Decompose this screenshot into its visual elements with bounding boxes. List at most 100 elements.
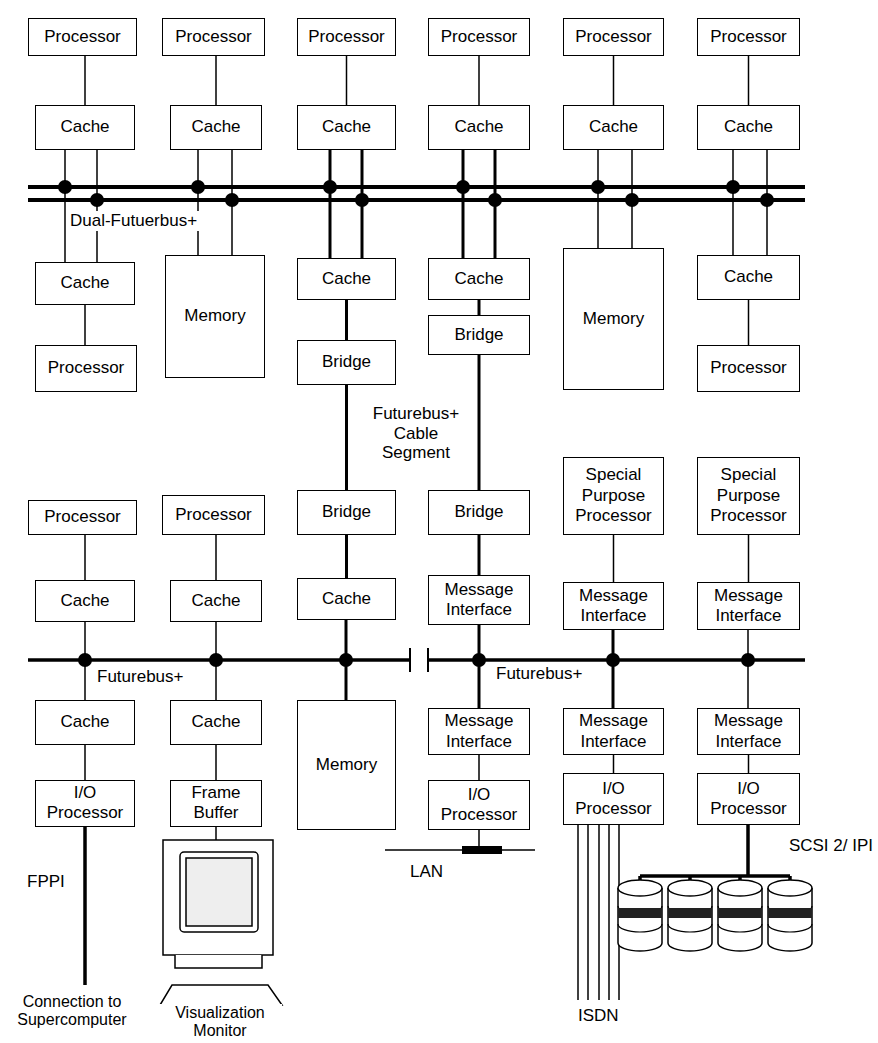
connector-line: [84, 745, 86, 780]
connector-line: [613, 535, 615, 582]
box-label: Cache: [451, 115, 506, 139]
box-label: Memory: [580, 307, 647, 331]
component-box: Message Interface: [563, 582, 664, 630]
bus-label: Futurebus+: [494, 664, 584, 684]
box-label: Memory: [181, 304, 248, 328]
bus-label: Futurebus+ Cable Segment: [356, 404, 476, 463]
connector-line: [478, 300, 481, 315]
connector-line: [478, 355, 481, 490]
connector-line: [84, 56, 86, 105]
box-label: Bridge: [319, 350, 374, 374]
component-box: Processor: [428, 18, 530, 56]
component-box: Bridge: [428, 490, 530, 535]
component-box: Message Interface: [697, 582, 800, 630]
component-box: I/O Processor: [563, 773, 664, 825]
box-label: I/O Processor: [36, 781, 134, 826]
bus-label: Dual-Futuerbus+: [68, 211, 199, 231]
connector-line: [748, 755, 750, 773]
box-label: Message Interface: [698, 584, 799, 629]
connector-line: [748, 56, 750, 105]
box-label: Processor: [172, 503, 255, 527]
box-label: Message Interface: [564, 709, 663, 754]
box-label: Bridge: [451, 323, 506, 347]
component-box: Cache: [35, 580, 135, 622]
component-box: Processor: [28, 18, 137, 56]
box-label: Processor: [572, 25, 655, 49]
box-label: Processor: [172, 25, 255, 49]
bus-label: FPPI: [25, 872, 67, 892]
component-box: Memory: [165, 255, 265, 378]
monitor-drawing: [160, 825, 282, 1005]
box-label: Cache: [188, 710, 243, 734]
component-box: Cache: [697, 255, 800, 300]
component-box: Cache: [297, 258, 396, 300]
component-box: Cache: [563, 105, 664, 150]
component-box: Processor: [697, 18, 800, 56]
box-label: Message Interface: [564, 584, 663, 629]
box-label: I/O Processor: [698, 777, 799, 822]
component-box: Cache: [35, 105, 135, 150]
component-box: Cache: [170, 580, 262, 622]
bus-label: ISDN: [576, 1006, 621, 1026]
connector-line: [84, 305, 86, 345]
box-label: Cache: [188, 589, 243, 613]
box-label: Processor: [305, 25, 388, 49]
component-box: Memory: [297, 700, 396, 830]
component-box: Message Interface: [563, 708, 664, 755]
component-box: Cache: [35, 700, 135, 745]
component-box: Cache: [697, 105, 800, 150]
bus-label: Futurebus+: [95, 667, 185, 687]
connector-line: [215, 56, 217, 105]
box-label: Cache: [57, 710, 112, 734]
box-label: Cache: [319, 587, 374, 611]
connector-line: [346, 56, 348, 105]
bus-label: Connection to Supercomputer: [8, 993, 136, 1030]
box-label: Processor: [707, 356, 790, 380]
component-box: Message Interface: [697, 708, 800, 755]
component-box: Processor: [35, 345, 137, 392]
component-box: Processor: [162, 495, 265, 535]
box-label: Message Interface: [429, 578, 529, 623]
connector-line: [345, 535, 348, 578]
connector-line: [215, 535, 217, 580]
component-box: Message Interface: [428, 575, 530, 625]
component-box: I/O Processor: [428, 780, 530, 830]
connector-line: [478, 56, 480, 105]
connector-line: [215, 745, 217, 780]
component-box: Cache: [428, 258, 530, 300]
component-box: Cache: [170, 700, 262, 745]
component-box: Processor: [297, 18, 396, 56]
box-label: Cache: [319, 115, 374, 139]
component-box: Frame Buffer: [170, 780, 262, 827]
box-label: Cache: [451, 267, 506, 291]
component-box: Cache: [35, 262, 135, 305]
connector-line: [748, 535, 750, 582]
component-box: Bridge: [428, 315, 530, 355]
bus-label: Visualization Monitor: [158, 1004, 282, 1041]
connector-line: [478, 535, 481, 575]
box-label: I/O Processor: [564, 777, 663, 822]
component-box: I/O Processor: [35, 780, 135, 827]
box-label: Cache: [188, 115, 243, 139]
component-box: Processor: [697, 345, 800, 392]
box-label: Cache: [586, 115, 641, 139]
box-label: Bridge: [451, 500, 506, 524]
box-label: Processor: [707, 25, 790, 49]
connector-line: [84, 535, 86, 580]
connector-line: [613, 56, 615, 105]
component-box: Cache: [170, 105, 262, 150]
component-box: Bridge: [297, 340, 396, 385]
component-box: Cache: [297, 578, 396, 620]
connector-line: [748, 300, 750, 345]
box-label: Frame Buffer: [171, 781, 261, 826]
component-box: Bridge: [297, 490, 396, 535]
component-box: Cache: [428, 105, 530, 150]
component-box: Special Purpose Processor: [697, 457, 800, 535]
bus-label: SCSI 2/ IPI: [787, 836, 875, 856]
component-box: Special Purpose Processor: [563, 457, 664, 535]
connector-line: [345, 385, 348, 490]
component-box: Memory: [563, 248, 664, 390]
box-label: Bridge: [319, 500, 374, 524]
box-label: Cache: [721, 265, 776, 289]
